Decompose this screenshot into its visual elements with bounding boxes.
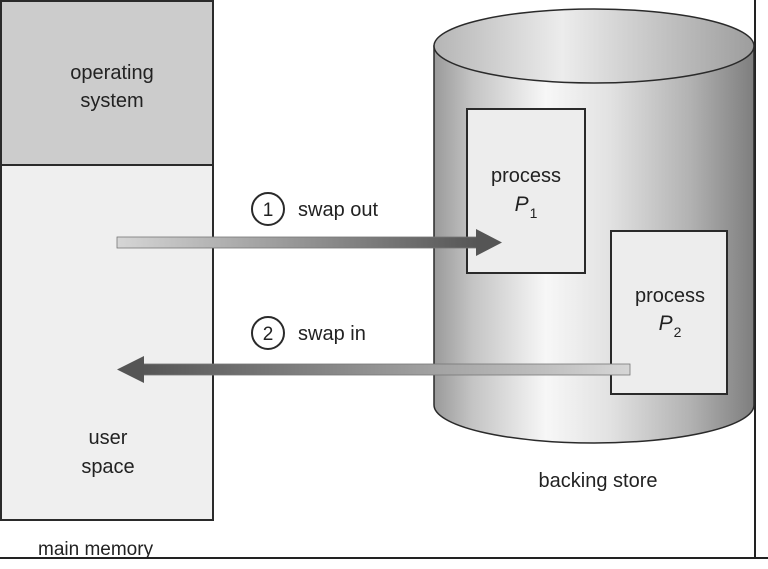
os-label-line2: system [80,90,143,112]
user-label-line2: space [81,456,134,478]
process-p2-symbol: P2 [659,312,682,340]
cylinder-top [433,8,755,84]
step-2-number: 2 [263,324,274,345]
process-p1-box [466,108,586,274]
user-label-line1: user [89,427,128,449]
step-2-circle [251,316,285,350]
main-memory: operating system user space main memory [0,0,214,560]
step-1-circle [251,192,285,226]
process-p1-symbol: P1 [515,193,538,221]
process-p2-word: process [635,285,705,307]
os-label-line1: operating [70,62,153,84]
step-1-number: 1 [263,200,274,221]
os-region [0,0,214,166]
swap-in-step: 2 swap in [251,316,366,350]
user-space-region [0,164,214,521]
swap-in-arrow [117,356,631,383]
swap-out-step: 1 swap out [251,192,378,226]
process-p1-word: process [491,165,561,187]
main-memory-caption: main memory [38,539,154,560]
swap-out-arrow [116,229,502,256]
backing-store: process P1 process P2 backing store [433,8,755,492]
step-2-label: swap in [298,323,366,345]
backing-store-caption: backing store [539,470,658,492]
step-1-label: swap out [298,199,378,221]
